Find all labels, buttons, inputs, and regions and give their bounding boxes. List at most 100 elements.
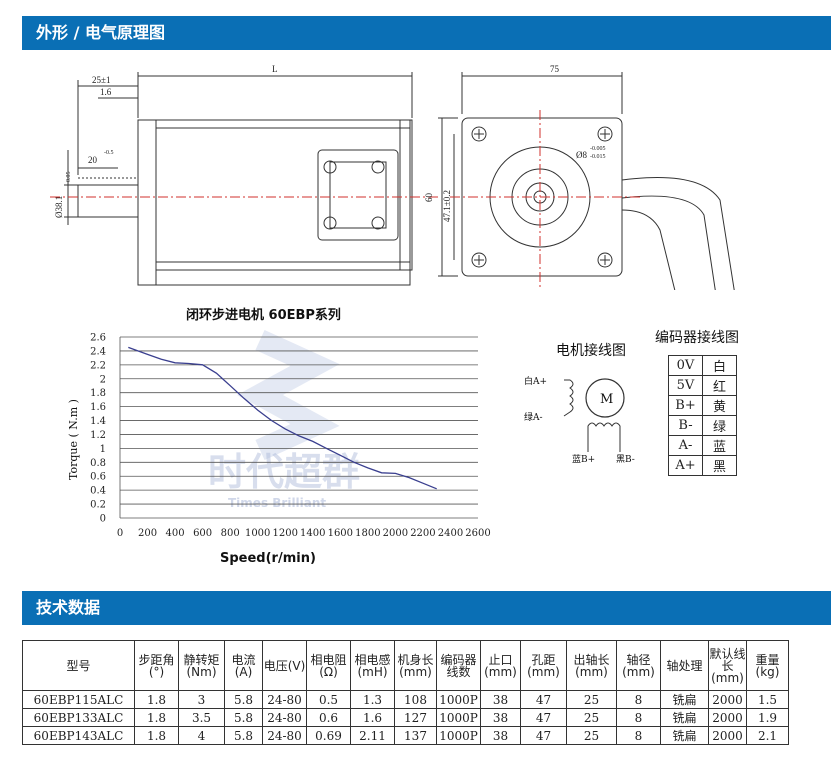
col-header: 相电感(mH) (350, 640, 395, 691)
dim-bore-tol-bot: -0.015 (590, 154, 606, 160)
col-header: 轴径(mm) (616, 640, 661, 691)
y-tick-label: 1 (100, 444, 106, 455)
y-tick-label: 1.8 (90, 388, 106, 399)
x-tick-label: 1600 (328, 528, 353, 539)
y-tick-label: 0.2 (90, 500, 106, 511)
encoder-signal: A- (668, 435, 703, 456)
spec-cell: 5.8 (224, 690, 263, 709)
spec-cell: 2.11 (350, 726, 395, 745)
y-tick-label: 1.4 (90, 416, 106, 427)
col-header: 默认线长(mm) (708, 640, 747, 691)
coil-b (587, 422, 621, 452)
y-tick-label: 1.6 (90, 402, 106, 413)
spec-cell: 1000P (436, 726, 481, 745)
spec-cell: 2.1 (746, 726, 789, 745)
encoder-color: 白 (702, 355, 737, 376)
spec-cell: 8 (616, 708, 661, 727)
torque-speed-chart: 时代超群 Times Brilliant 00.20.40.60.811.21.… (67, 329, 491, 566)
col-header: 编码器线数 (436, 640, 481, 691)
spec-cell: 24-80 (262, 690, 307, 709)
encoder-row: B-绿 (668, 415, 737, 436)
x-tick-label: 0 (117, 528, 123, 539)
spec-cell: 24-80 (262, 726, 307, 745)
spec-cell: 铣扁 (660, 690, 709, 709)
spec-cell: 137 (394, 726, 437, 745)
spec-cell: 1.8 (134, 690, 179, 709)
spec-cell: 108 (394, 690, 437, 709)
chart-grid (119, 336, 478, 519)
flange-side (137, 119, 157, 286)
spec-cell: 8 (616, 726, 661, 745)
y-tick-label: 0 (100, 514, 106, 525)
y-tick-label: 0.6 (90, 472, 106, 483)
y-axis-label: Torque ( N.m ) (67, 399, 80, 480)
wiring-title: 电机接线图 (556, 343, 626, 359)
spec-cell: 0.69 (306, 726, 351, 745)
x-tick-label: 2600 (465, 528, 490, 539)
spec-cell: 47 (520, 726, 567, 745)
spec-cell: 铣扁 (660, 726, 709, 745)
section-title-tech: 技术数据 (22, 591, 831, 625)
spec-cell: 60EBP143ALC (22, 726, 135, 745)
x-tick-label: 1200 (273, 528, 298, 539)
label-a-plus: 白A+ (524, 375, 547, 387)
col-header: 相电阻(Ω) (306, 640, 351, 691)
spec-cell: 1.9 (746, 708, 789, 727)
spec-cell: 25 (566, 690, 617, 709)
motor-label: M (600, 392, 613, 407)
chart-title: 闭环步进电机 60EBP系列 (186, 308, 341, 323)
section-title-drawing: 外形 / 电气原理图 (22, 16, 831, 50)
spec-cell: 1000P (436, 690, 481, 709)
spec-cell: 24-80 (262, 708, 307, 727)
spec-cell: 3 (178, 690, 225, 709)
spec-cell: 60EBP115ALC (22, 690, 135, 709)
dim-shaft: Ø38.1 (54, 196, 64, 218)
col-header: 机身长(mm) (394, 640, 437, 691)
spec-header-row: 型号 步距角(°) 静转矩(Nm) 电流(A) 电压(V) 相电阻(Ω) 相电感… (22, 640, 789, 691)
spec-cell: 2000 (708, 708, 747, 727)
watermark-text: 时代超群 (208, 450, 360, 494)
encoder-color: 绿 (702, 415, 737, 436)
col-header: 止口(mm) (480, 640, 521, 691)
encoder-signal: 0V (668, 355, 703, 376)
dim-60: 60 (424, 193, 434, 203)
spec-cell: 2000 (708, 726, 747, 745)
spec-cell: 1.5 (746, 690, 789, 709)
outline-drawing: L 25±1 1.6 20 -0.5 Ø38.1 -0.05 75 60 47.… (50, 64, 735, 290)
x-tick-label: 1400 (300, 528, 325, 539)
x-tick-label: 800 (221, 528, 240, 539)
col-header: 电压(V) (262, 640, 307, 691)
dim-75: 75 (550, 64, 560, 74)
encoder-color: 红 (702, 375, 737, 396)
encoder-row: B+黄 (668, 395, 737, 416)
motor-wiring-diagram: M 白A+ 绿A- 蓝B+ 黑B- (524, 375, 635, 465)
dim-length: L (272, 64, 278, 74)
spec-cell: 38 (480, 708, 521, 727)
encoder-signal: 5V (668, 375, 703, 396)
dim-bore-tol-top: -0.005 (590, 146, 606, 152)
spec-cell: 8 (616, 690, 661, 709)
spec-cell: 5.8 (224, 726, 263, 745)
label-b-plus: 蓝B+ (572, 453, 595, 465)
dim-471: 47.1±0.2 (442, 190, 452, 222)
x-tick-label: 1800 (355, 528, 380, 539)
col-header: 孔距(mm) (520, 640, 567, 691)
motor-body-side (155, 119, 411, 271)
watermark-logo: 时代超群 Times Brilliant (208, 329, 360, 510)
x-tick-label: 2000 (383, 528, 408, 539)
label-b-minus: 黑B- (616, 454, 635, 465)
x-tick-label: 200 (138, 528, 157, 539)
col-header: 轴处理 (660, 640, 709, 691)
dim-16: 1.6 (100, 87, 112, 97)
coil-a (563, 379, 574, 417)
spec-cell: 4 (178, 726, 225, 745)
x-tick-label: 600 (193, 528, 212, 539)
y-tick-label: 2 (100, 374, 106, 385)
spec-cell: 1.6 (350, 708, 395, 727)
x-axis-label: Speed(r/min) (220, 551, 316, 566)
col-header: 步距角(°) (134, 640, 179, 691)
